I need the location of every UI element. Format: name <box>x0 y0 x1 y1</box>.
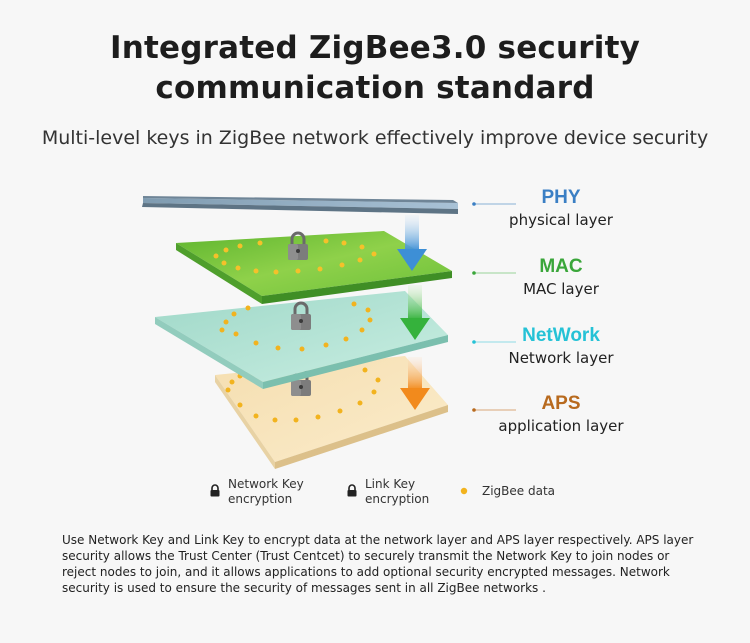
layer-label-network: NetWork Network layer <box>476 325 646 369</box>
footer-description: Use Network Key and Link Key to encrypt … <box>62 532 702 596</box>
layer-desc-phy: physical layer <box>476 209 646 231</box>
legend-link-key: Link Key encryption <box>365 477 435 507</box>
network-key-lock-icon <box>209 484 221 497</box>
legend-network-key: Network Key encryption <box>228 477 318 507</box>
layer-desc-network: Network layer <box>476 347 646 369</box>
layer-name-mac: MAC <box>476 256 646 278</box>
layer-desc-mac: MAC layer <box>476 278 646 300</box>
layer-desc-aps: application layer <box>476 415 646 437</box>
legend-zigbee-data: ZigBee data <box>482 484 582 499</box>
link-key-lock-icon <box>346 484 358 497</box>
connector-lines <box>472 202 516 412</box>
layer-label-aps: APS application layer <box>476 393 646 437</box>
layer-name-aps: APS <box>476 393 646 415</box>
zigbee-data-dot-icon <box>460 487 468 495</box>
layer-name-phy: PHY <box>476 187 646 209</box>
phy-layer-plate <box>142 196 458 214</box>
layer-label-mac: MAC MAC layer <box>476 256 646 300</box>
layer-name-network: NetWork <box>476 325 646 347</box>
layer-label-phy: PHY physical layer <box>476 187 646 231</box>
